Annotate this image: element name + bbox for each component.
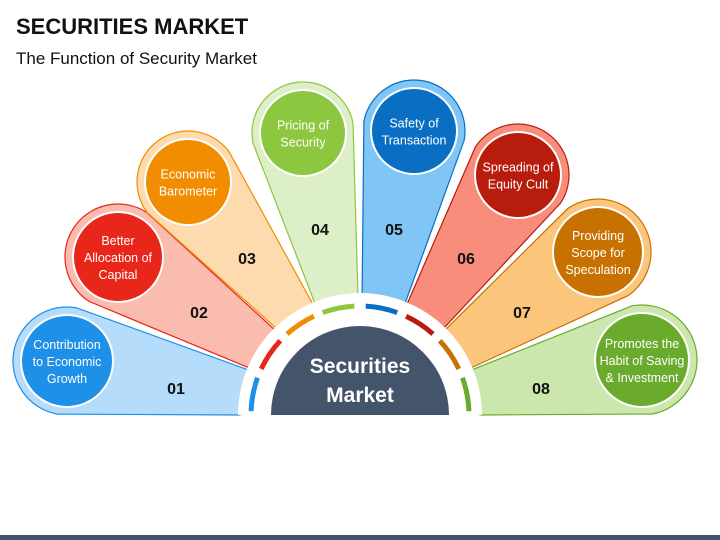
item-number: 03: [238, 251, 256, 268]
arc-segment-07: [437, 338, 462, 371]
item-label-line: Capital: [99, 268, 138, 282]
arc-segment-08: [460, 376, 472, 412]
item-number: 02: [190, 305, 208, 322]
item-label-line: Providing: [572, 229, 624, 243]
item-circle: [74, 213, 162, 301]
item-label-line: Pricing of: [277, 119, 330, 133]
page-subtitle: The Function of Security Market: [16, 49, 257, 68]
function-item-04: Pricing of Security 04: [251, 81, 359, 305]
item-circle: [554, 208, 642, 296]
center-hub: [271, 326, 449, 415]
item-label-line: Transaction: [382, 134, 447, 148]
item-number: 04: [311, 222, 329, 239]
item-label-line: Speculation: [565, 263, 630, 277]
item-number: 05: [385, 222, 403, 239]
item-circle: [372, 89, 456, 173]
item-label-line: Growth: [47, 372, 87, 386]
item-number: 08: [532, 381, 550, 398]
item-label-line: Barometer: [159, 185, 217, 199]
arc-segment-04: [321, 303, 355, 315]
item-label-line: Habit of Saving: [600, 354, 685, 368]
item-number: 06: [457, 251, 475, 268]
function-item-06: Spreading of Equity Cult 06: [406, 123, 570, 330]
item-label-line: Promotes the: [605, 337, 679, 351]
item-label-line: Allocation of: [84, 251, 153, 265]
item-circle: [476, 133, 560, 217]
item-label-line: Scope for: [571, 246, 625, 260]
item-label-line: Economic: [161, 168, 216, 182]
arc-segment-06: [404, 313, 435, 336]
item-number: 01: [167, 381, 185, 398]
arc-segment-03: [285, 313, 316, 336]
center-label-line2: Market: [326, 384, 394, 407]
item-label-line: Security: [280, 136, 326, 150]
arc-segment-02: [258, 338, 283, 371]
item-circle: [146, 140, 230, 224]
item-label-line: Equity Cult: [488, 178, 549, 192]
item-circle: [22, 316, 112, 406]
item-label-line: & Investment: [606, 371, 679, 385]
arc-segment-05: [365, 303, 399, 315]
function-item-05: Safety of Transaction 05: [361, 79, 466, 305]
item-label-line: to Economic: [33, 355, 102, 369]
item-label-line: Safety of: [389, 117, 439, 131]
item-circle: [596, 314, 688, 406]
item-circle: [261, 91, 345, 175]
footer-bar: [0, 535, 720, 540]
item-label-line: Better: [101, 234, 134, 248]
item-number: 07: [513, 305, 531, 322]
page-title: SECURITIES MARKET: [16, 14, 249, 39]
item-label-line: Spreading of: [483, 161, 554, 175]
arc-segment-01: [248, 376, 260, 412]
item-label-line: Contribution: [33, 338, 100, 352]
center-label-line1: Securities: [310, 355, 410, 378]
